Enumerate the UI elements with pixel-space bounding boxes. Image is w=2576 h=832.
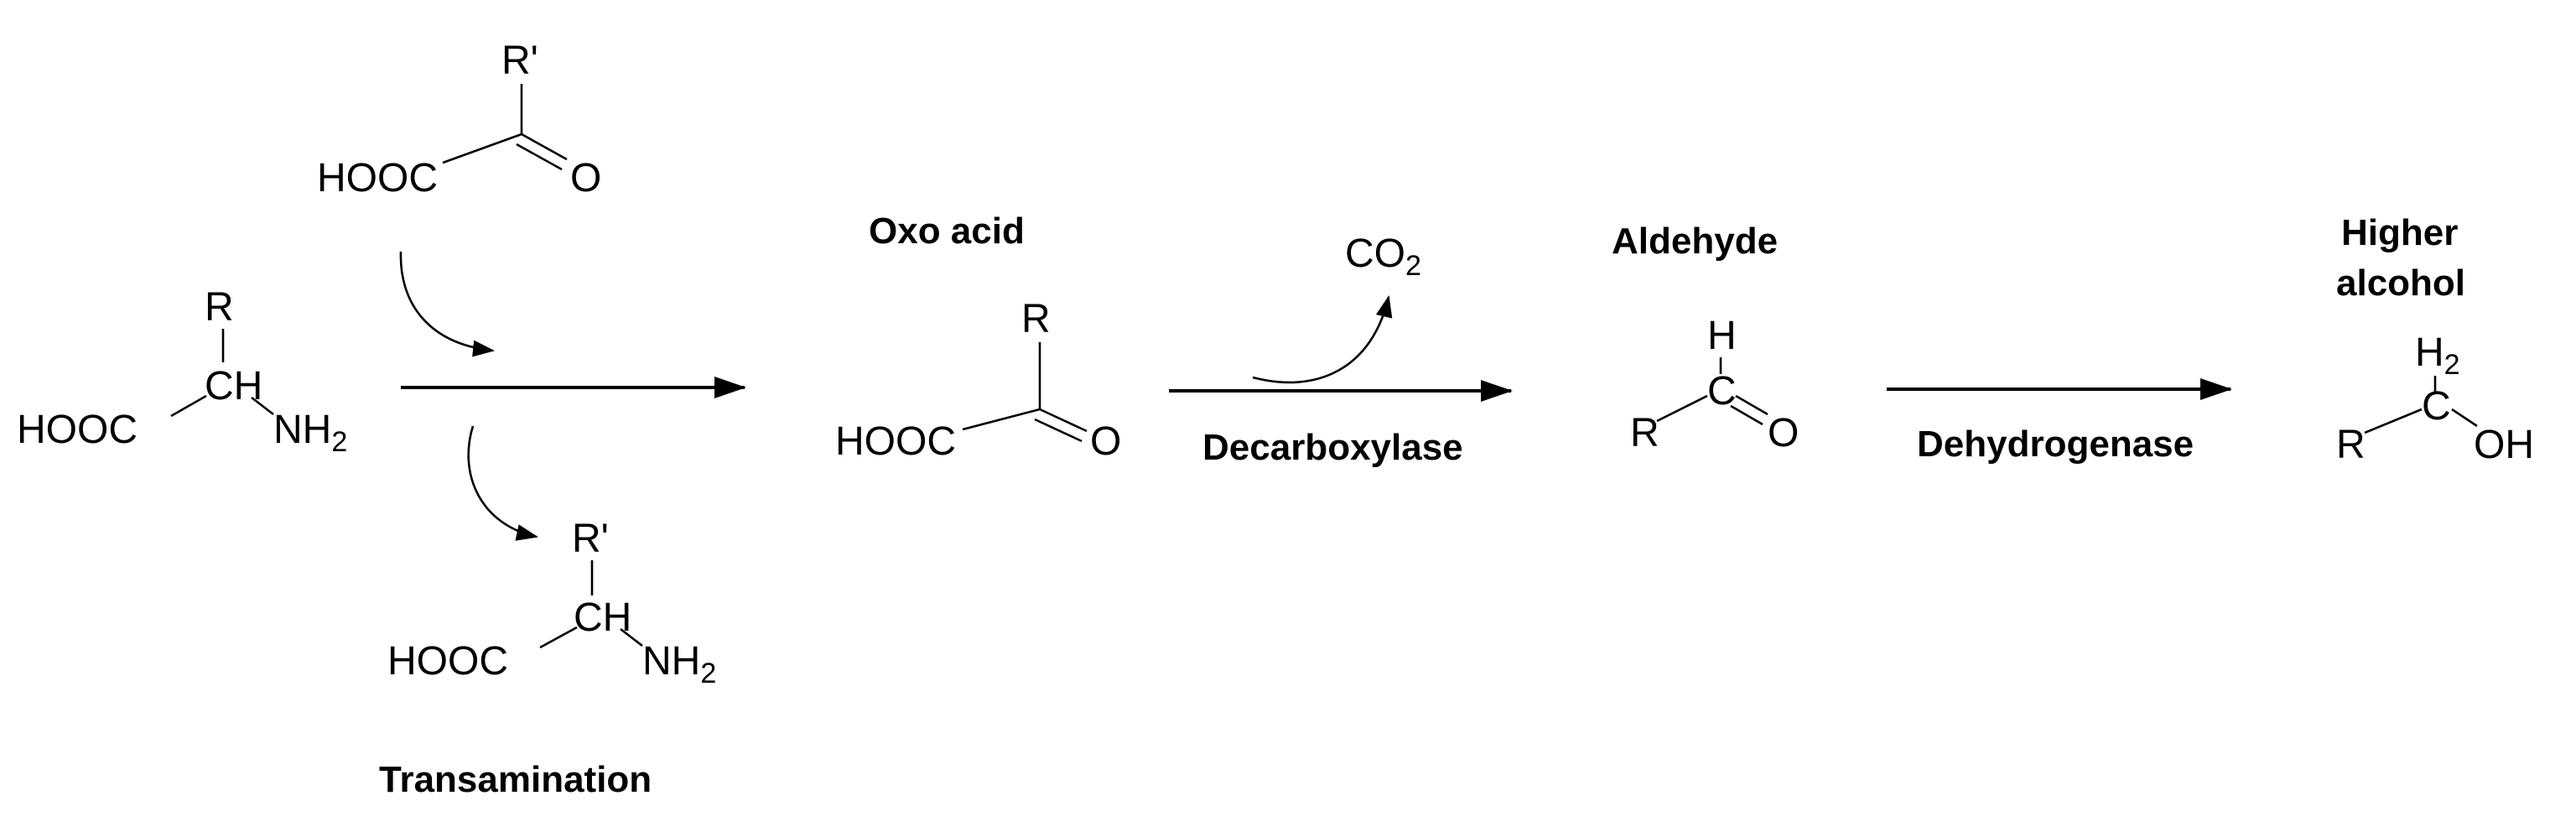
amino-acid-molecule: R CH HOOC NH2 bbox=[17, 285, 347, 458]
oxo-acid-acid-group: HOOC bbox=[835, 419, 956, 464]
new-amino-acid-amine: NH2 bbox=[642, 639, 716, 689]
aldehyde-oxygen: O bbox=[1768, 411, 1799, 455]
co2-label: CO2 bbox=[1345, 231, 1421, 282]
transamination-label: Transamination bbox=[379, 759, 652, 800]
alcohol-hydrogen: H2 bbox=[2415, 330, 2460, 381]
alcohol-molecule: H2 C R OH bbox=[2336, 330, 2534, 467]
aldehyde-hydrogen: H bbox=[1707, 314, 1737, 358]
oxo-acid-substituent: R bbox=[1021, 297, 1051, 341]
curved-arrow-out bbox=[467, 425, 538, 541]
aldehyde-molecule: H C R O bbox=[1630, 314, 1799, 455]
aldehyde-label: Aldehyde bbox=[1612, 221, 1778, 262]
new-amino-acid-carbon: CH bbox=[574, 595, 631, 640]
higher-alcohol-label-line1: Higher bbox=[2341, 212, 2458, 253]
aldehyde-substituent: R bbox=[1630, 411, 1659, 455]
alcohol-hydroxyl: OH bbox=[2474, 423, 2534, 467]
higher-alcohol-label-line2: alcohol bbox=[2336, 263, 2465, 304]
amino-acid-carbon: CH bbox=[205, 364, 262, 408]
curved-arrow-in bbox=[399, 251, 495, 357]
amino-acid-substituent: R bbox=[205, 285, 234, 330]
oxo-acid-molecule: R HOOC O bbox=[835, 297, 1121, 464]
amino-acid-acid-group: HOOC bbox=[17, 408, 138, 452]
co2-release-arrow bbox=[1252, 295, 1393, 384]
oxo-donor-substituent: R' bbox=[501, 39, 538, 83]
dehydrogenase-label: Dehydrogenase bbox=[1917, 424, 2194, 465]
amino-acid-amine: NH2 bbox=[273, 408, 347, 458]
decarboxylase-label: Decarboxylase bbox=[1202, 427, 1463, 468]
new-amino-acid-acid-group: HOOC bbox=[387, 639, 508, 684]
oxo-donor-oxygen: O bbox=[570, 156, 601, 200]
new-amino-acid-substituent: R' bbox=[572, 517, 609, 561]
oxo-donor-molecule: R' HOOC O bbox=[317, 39, 601, 200]
oxo-donor-acid-group: HOOC bbox=[317, 156, 438, 200]
new-amino-acid-molecule: R' CH HOOC NH2 bbox=[387, 517, 716, 689]
oxo-acid-oxygen: O bbox=[1090, 419, 1121, 464]
alcohol-substituent: R bbox=[2336, 423, 2366, 467]
oxo-acid-label: Oxo acid bbox=[869, 211, 1025, 252]
alcohol-carbon: C bbox=[2422, 384, 2451, 429]
